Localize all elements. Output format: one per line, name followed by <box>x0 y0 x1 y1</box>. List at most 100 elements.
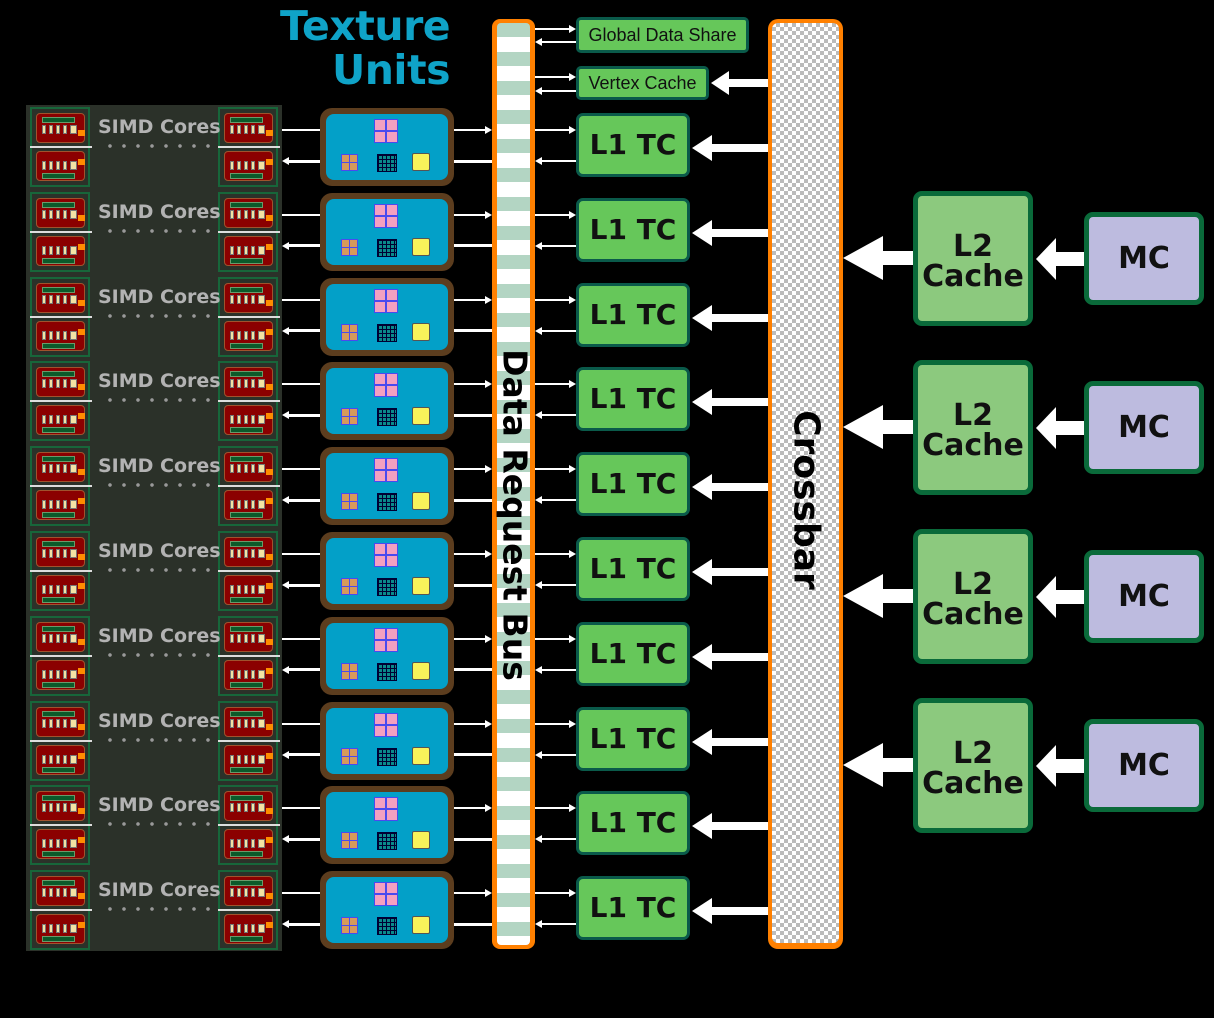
arrow-head-icon <box>1036 238 1056 280</box>
crossbar-pattern <box>772 23 839 943</box>
address-unit-icon <box>374 203 398 228</box>
request-arrow-head-icon <box>485 719 492 728</box>
more-dots <box>103 312 213 319</box>
bus-label: Data Request Bus <box>495 349 535 681</box>
simd-core <box>36 235 85 266</box>
alu <box>251 379 255 389</box>
alu <box>244 294 248 304</box>
title-line-1: Texture <box>280 2 451 50</box>
address-unit-icon <box>374 797 398 822</box>
alu <box>237 888 241 898</box>
alu <box>251 294 255 304</box>
l1-texture-cache: L1 TC <box>576 282 690 347</box>
bus-to-vc-arrow-line <box>535 76 570 78</box>
alu <box>42 245 46 255</box>
simd-core <box>224 405 273 436</box>
alu <box>251 464 255 474</box>
l1-to-bus-arrow-line <box>541 160 576 162</box>
alu <box>237 245 241 255</box>
core-link <box>218 739 280 742</box>
l1-texture-cache: L1 TC <box>576 706 690 771</box>
address-unit-icon <box>374 627 398 652</box>
l1-to-bus-arrow-head-icon <box>535 157 542 165</box>
alu-big <box>70 209 77 219</box>
texture-unit <box>320 192 454 271</box>
special-function-unit <box>266 159 273 165</box>
register-bank <box>42 795 75 802</box>
more-dots <box>103 397 213 404</box>
register-bank <box>42 201 75 208</box>
return-arrow-head-icon <box>282 665 289 674</box>
simd-core <box>224 621 273 652</box>
alu <box>63 718 67 728</box>
alu <box>230 718 234 728</box>
alu <box>63 294 67 304</box>
core-link <box>218 315 280 318</box>
simd-core <box>224 197 273 228</box>
simd-row: SIMD Cores <box>26 190 282 274</box>
arrow-shaft <box>710 228 768 237</box>
l1-to-bus-arrow-line <box>541 923 576 926</box>
alu <box>237 125 241 134</box>
l2-to-crossbar-arrow <box>843 236 913 280</box>
special-function-unit <box>78 752 85 759</box>
arrow-shaft <box>1056 421 1084 435</box>
alu <box>237 464 241 474</box>
special-function-unit <box>78 498 85 505</box>
alu <box>56 585 60 594</box>
return-arrow-head-icon <box>282 411 289 420</box>
arrow-shaft <box>710 822 768 831</box>
register-bank <box>42 710 75 717</box>
register-bank <box>230 342 263 349</box>
bus-to-l1-arrow-line <box>535 468 570 471</box>
l1-texture-cache: L1 TC <box>576 113 690 177</box>
arrow-head-icon <box>692 219 712 246</box>
return-arrow-head-icon <box>282 750 289 759</box>
special-function-unit <box>78 214 85 221</box>
l1-to-bus-arrow-line <box>541 838 576 841</box>
alu <box>230 754 234 764</box>
alu-big <box>258 585 265 594</box>
texture-unit-body <box>326 368 448 435</box>
alu <box>244 549 248 558</box>
alu-big <box>258 209 265 219</box>
bus-to-l1-arrow-line <box>535 553 570 555</box>
core-link <box>30 400 92 403</box>
alu <box>244 754 248 764</box>
alu-big <box>70 633 77 643</box>
alu <box>244 803 248 813</box>
simd-core <box>224 829 273 860</box>
l1-to-bus-arrow-line <box>541 584 576 586</box>
alu <box>230 415 234 425</box>
simd-core <box>224 367 273 398</box>
texture-unit-body <box>326 707 448 774</box>
simd-core <box>36 876 85 907</box>
core-link <box>30 570 92 572</box>
arrow-head-icon <box>843 574 883 618</box>
register-bank <box>230 851 263 858</box>
alu <box>42 294 46 304</box>
alu <box>42 330 46 340</box>
crossbar-to-l1-arrow <box>692 728 768 755</box>
core-link <box>218 230 280 233</box>
special-function-unit <box>78 922 85 929</box>
alu <box>63 330 67 340</box>
alu <box>244 839 248 849</box>
more-dots <box>103 906 213 913</box>
core-link <box>30 909 92 912</box>
alu <box>42 633 46 643</box>
alu <box>251 209 255 219</box>
alu-big <box>70 415 77 425</box>
register-bank <box>42 371 75 378</box>
alu <box>244 161 248 170</box>
special-function-unit <box>266 752 273 759</box>
l1-texture-cache: L1 TC <box>576 367 690 432</box>
l1-texture-cache: L1 TC <box>576 197 690 262</box>
arrow-head-icon <box>843 405 883 449</box>
alu <box>63 585 67 594</box>
special-function-unit <box>266 808 273 815</box>
alu <box>42 549 46 558</box>
texture-cache-icon <box>377 917 397 936</box>
simd-core <box>224 282 273 313</box>
alu <box>42 839 46 849</box>
